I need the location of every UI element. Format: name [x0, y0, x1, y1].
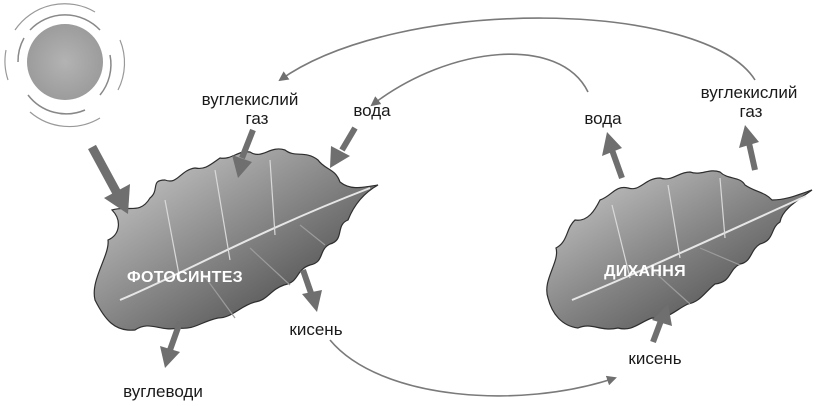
- right-oak-leaf: [547, 171, 812, 329]
- sun-icon: [5, 4, 125, 127]
- label-co2-out-line1: вуглекислий: [701, 83, 798, 102]
- co2-out-arrow: [739, 125, 759, 170]
- label-co2-in-line1: вуглекислий: [202, 90, 299, 109]
- label-co2-out-line2: газ: [740, 102, 763, 121]
- label-water-in: вода: [353, 101, 391, 120]
- cycle-arc-co2-top: [280, 18, 755, 80]
- label-oxygen-in: кисень: [628, 349, 681, 368]
- cycle-arc-oxygen-bottom: [330, 340, 615, 396]
- oxygen-out-arrow: [302, 270, 322, 312]
- cycle-arc-water-top: [372, 54, 588, 105]
- label-oxygen-out: кисень: [289, 320, 342, 339]
- left-oak-leaf: [94, 149, 378, 330]
- label-photosynthesis: ФОТОСИНТЕЗ: [127, 269, 243, 286]
- water-in-arrow: [330, 128, 355, 168]
- label-carbohydrates: вуглеводи: [123, 382, 203, 401]
- water-out-arrow: [602, 132, 622, 178]
- label-water-out: вода: [584, 109, 622, 128]
- label-co2-in-line2: газ: [246, 109, 269, 128]
- label-respiration: ДИХАННЯ: [604, 263, 686, 280]
- sun-light-arrow: [92, 147, 130, 214]
